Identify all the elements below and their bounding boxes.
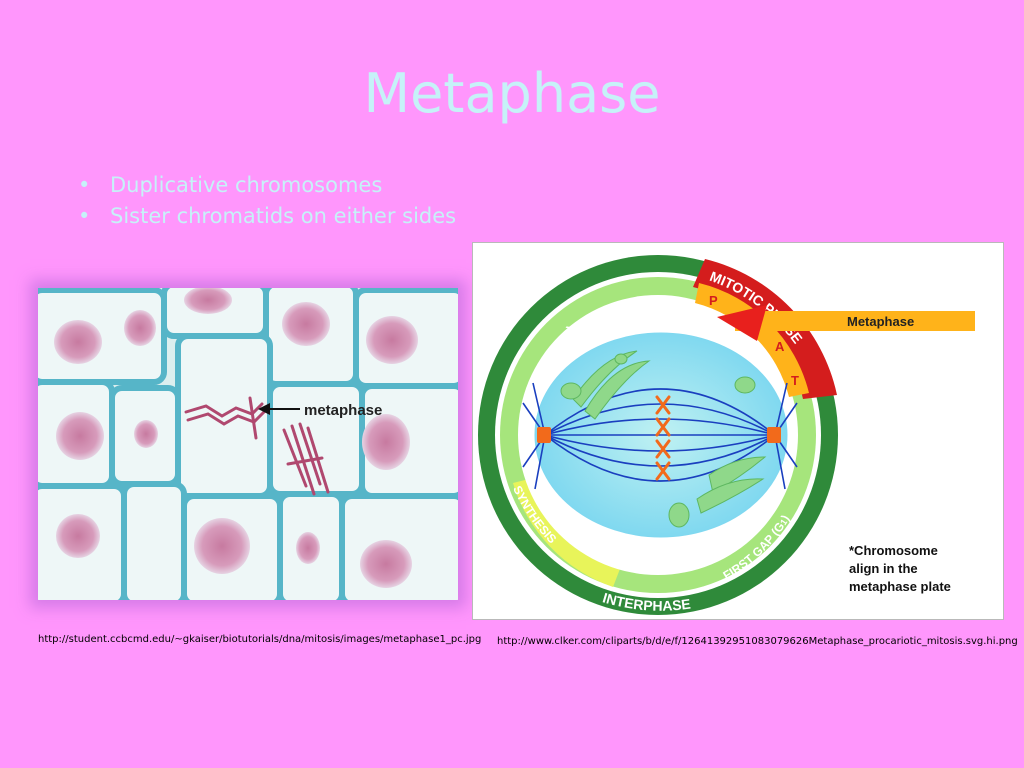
phase-letter: P [709, 293, 718, 308]
organelles [560, 350, 767, 528]
cell-cycle-drawing: MITOTIC PHASE P A T Metaphase SECOND GAP… [478, 255, 975, 615]
bullet-list: • Duplicative chromosomes • Sister chromat… [78, 170, 456, 232]
bullet-dot: • [78, 204, 91, 228]
diagram-note: *Chromosome align in the metaphase plate [849, 543, 951, 594]
micrograph-label: metaphase [304, 402, 382, 419]
diagram-source-link[interactable]: http://www.clker.com/cliparts/b/d/e/f/12… [497, 636, 1018, 647]
metaphase-banner [735, 311, 975, 331]
micrograph-image: metaphase [38, 288, 458, 600]
micrograph-source-link[interactable]: http://student.ccbcmd.edu/~gkaiser/biotu… [38, 634, 482, 645]
micrograph-drawing: metaphase [38, 288, 458, 600]
arrow-icon [258, 403, 300, 415]
chromosomes [655, 395, 671, 481]
bullet-text: Sister chromatids on either sides [110, 204, 457, 228]
bullet-dot: • [78, 173, 91, 197]
bullet-item: • Duplicative chromosomes [78, 170, 456, 201]
slide-title: Metaphase [363, 62, 661, 125]
phase-letter: A [775, 339, 785, 354]
anaphase-chromosomes [282, 422, 330, 496]
bullet-item: • Sister chromatids on either sides [78, 201, 456, 232]
metaphase-banner-label: Metaphase [847, 314, 914, 329]
metaphase-chromosomes [184, 396, 266, 440]
centrosome-icon [537, 427, 781, 443]
metaphase-pointer [717, 305, 767, 341]
phase-letter: T [791, 373, 799, 388]
bullet-text: Duplicative chromosomes [110, 173, 383, 197]
cell-cycle-diagram: MITOTIC PHASE P A T Metaphase SECOND GAP… [472, 242, 1004, 620]
cell-nuclei [54, 288, 418, 588]
